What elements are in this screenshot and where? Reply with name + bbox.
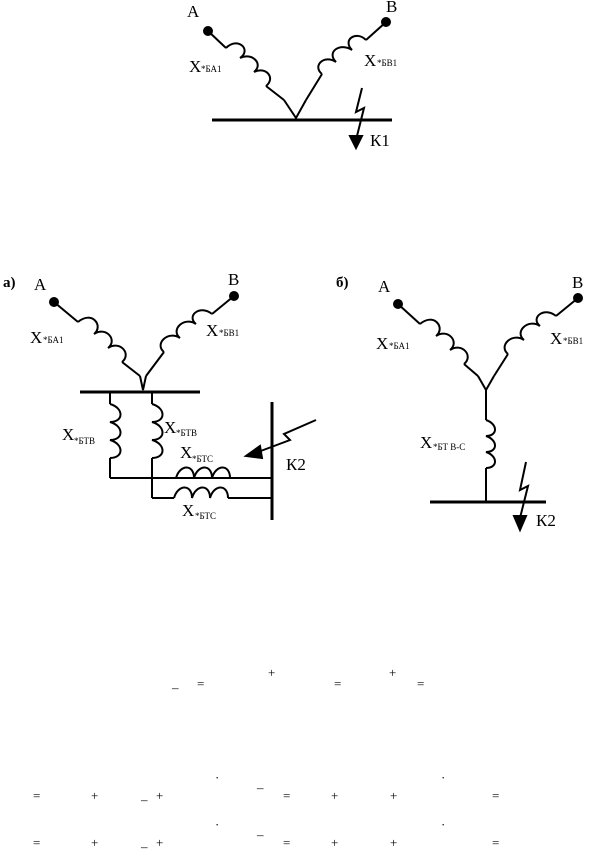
eq3-minus-1: – xyxy=(140,839,148,854)
a-btv2-label: X xyxy=(164,418,176,437)
eq1-equals-1: = xyxy=(197,676,204,691)
diagram-a xyxy=(49,291,317,520)
a-node-b-label: B xyxy=(228,270,239,289)
a-btv1-label: X xyxy=(62,425,74,444)
top-x-left-sub: *БА1 xyxy=(201,64,222,74)
top-x-right-sub: *БВ1 xyxy=(377,58,397,68)
top-right-inductor xyxy=(305,34,367,101)
top-left-inductor xyxy=(225,42,285,101)
a-btc-lower-inductor xyxy=(173,486,229,499)
eq2-equals-2: = xyxy=(283,788,290,803)
eq3-equals-3: = xyxy=(492,835,499,850)
b-fault-arrow xyxy=(512,461,530,533)
b-left-inductor xyxy=(419,318,479,377)
b-x-mid-sub: *БТ В-С xyxy=(433,442,465,452)
eq2-plus-3: + xyxy=(331,788,338,803)
b-x-mid-label: X xyxy=(420,433,432,452)
b-node-b-label: B xyxy=(572,273,583,292)
eq1-equals-2: = xyxy=(334,676,341,691)
a-fault-arrow xyxy=(243,419,317,460)
b-x-left-sub: *БА1 xyxy=(389,341,410,351)
a-btv-right-inductor xyxy=(151,403,164,459)
top-x-left-label: X xyxy=(189,57,201,76)
eq2-equals-1: = xyxy=(33,788,40,803)
a-btc1-label: X xyxy=(180,443,192,462)
panel-b-label: б) xyxy=(336,275,349,291)
top-fault-arrow xyxy=(348,87,366,151)
eq3-equals-2: = xyxy=(283,835,290,850)
eq3-dot-1: · xyxy=(215,817,219,832)
a-btc2-sub: *БТС xyxy=(195,511,216,521)
eq2-dot-1: · xyxy=(215,770,219,785)
equation-2: = + – + · – = + + · = xyxy=(33,770,499,807)
b-node-a-label: A xyxy=(378,277,391,296)
eq2-minus-1: – xyxy=(140,792,148,807)
b-x-right-label: X xyxy=(550,329,562,348)
a-node-a-label: A xyxy=(34,275,47,294)
top-node-b-label: B xyxy=(386,0,397,16)
eq3-plus-4: + xyxy=(390,835,397,850)
eq1-minus: – xyxy=(171,680,179,695)
b-right-inductor xyxy=(493,311,557,377)
eq3-plus-3: + xyxy=(331,835,338,850)
eq1-plus-2: + xyxy=(389,665,396,680)
diagram-b xyxy=(393,293,583,533)
a-fault-label: К2 xyxy=(286,455,306,474)
b-x-right-sub: *БВ1 xyxy=(563,336,583,346)
a-x-left-label: X xyxy=(30,328,42,347)
panel-a-label: а) xyxy=(3,275,16,291)
eq3-dot-2: · xyxy=(441,817,445,832)
a-btv1-sub: *БТВ xyxy=(74,436,95,446)
a-btv-left-inductor xyxy=(109,403,122,459)
a-btc1-sub: *БТС xyxy=(192,454,213,464)
top-node-a-label: A xyxy=(187,2,200,21)
equation-1: – = + = + = xyxy=(171,665,424,695)
top-diagram xyxy=(203,17,392,151)
eq3-minus-2: – xyxy=(256,827,264,842)
eq1-equals-3: = xyxy=(417,676,424,691)
eq2-equals-3: = xyxy=(492,788,499,803)
top-x-right-label: X xyxy=(364,51,376,70)
a-x-right-sub: *БВ1 xyxy=(219,328,239,338)
a-x-left-sub: *БА1 xyxy=(43,335,64,345)
eq2-plus-2: + xyxy=(156,788,163,803)
eq3-plus-1: + xyxy=(91,835,98,850)
eq3-equals-1: = xyxy=(33,835,40,850)
b-x-left-label: X xyxy=(376,334,388,353)
b-fault-label: К2 xyxy=(536,511,556,530)
top-fault-label: К1 xyxy=(370,131,390,150)
b-mid-inductor xyxy=(485,419,496,469)
a-btv2-sub: *БТВ xyxy=(176,428,197,438)
eq2-plus-4: + xyxy=(390,788,397,803)
a-btc2-label: X xyxy=(182,501,194,520)
eq3-plus-2: + xyxy=(156,835,163,850)
a-left-inductor xyxy=(77,316,141,377)
a-right-inductor xyxy=(145,309,213,377)
a-x-right-label: X xyxy=(206,321,218,340)
eq2-dot-2: · xyxy=(441,770,445,785)
eq2-plus-1: + xyxy=(91,788,98,803)
eq2-minus-2: – xyxy=(256,780,264,795)
equation-3: = + – + · – = + + · = xyxy=(33,817,499,854)
a-btc-upper-inductor xyxy=(172,466,231,479)
eq1-plus-1: + xyxy=(268,665,275,680)
